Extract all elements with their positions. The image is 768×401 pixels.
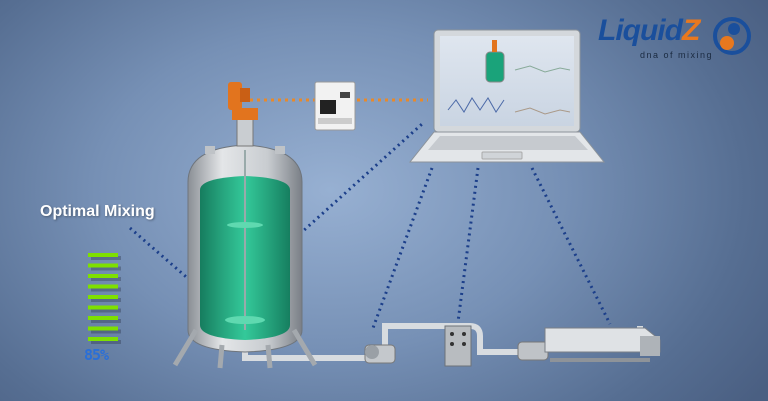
link-label-to-tank <box>129 226 216 304</box>
level-bar <box>88 284 118 289</box>
level-bar <box>88 274 118 278</box>
level-bar <box>88 263 118 268</box>
liquidz-logo: LiquidZ dna of mixing <box>598 14 751 60</box>
logo-tagline: dna of mixing <box>640 50 714 60</box>
level-bar <box>88 337 118 341</box>
link-laptop-to-box <box>456 167 480 323</box>
level-bar <box>88 253 118 257</box>
junction-box <box>444 325 472 367</box>
controller-unit <box>314 81 356 131</box>
optimal-mixing-label: Optimal Mixing <box>40 203 155 220</box>
data-links <box>129 122 612 329</box>
link-tank-to-laptop <box>280 122 424 252</box>
logo-word: Liquid <box>598 14 683 47</box>
link-laptop-to-decanter <box>530 167 612 325</box>
decanter-centrifuge <box>517 327 661 362</box>
logo-globe-icon <box>713 17 751 55</box>
level-bar <box>88 295 118 299</box>
level-bar <box>88 305 118 310</box>
level-bar <box>88 316 118 320</box>
mixing-tank <box>172 82 318 369</box>
level-indicator <box>88 253 121 344</box>
laptop-screen <box>440 36 574 126</box>
laptop[interactable] <box>408 29 606 163</box>
logo-accent: Z <box>681 14 700 47</box>
level-percent: 85% <box>84 346 109 364</box>
link-laptop-to-pump <box>371 167 434 329</box>
level-bar <box>88 326 118 331</box>
feed-pump <box>364 344 396 364</box>
